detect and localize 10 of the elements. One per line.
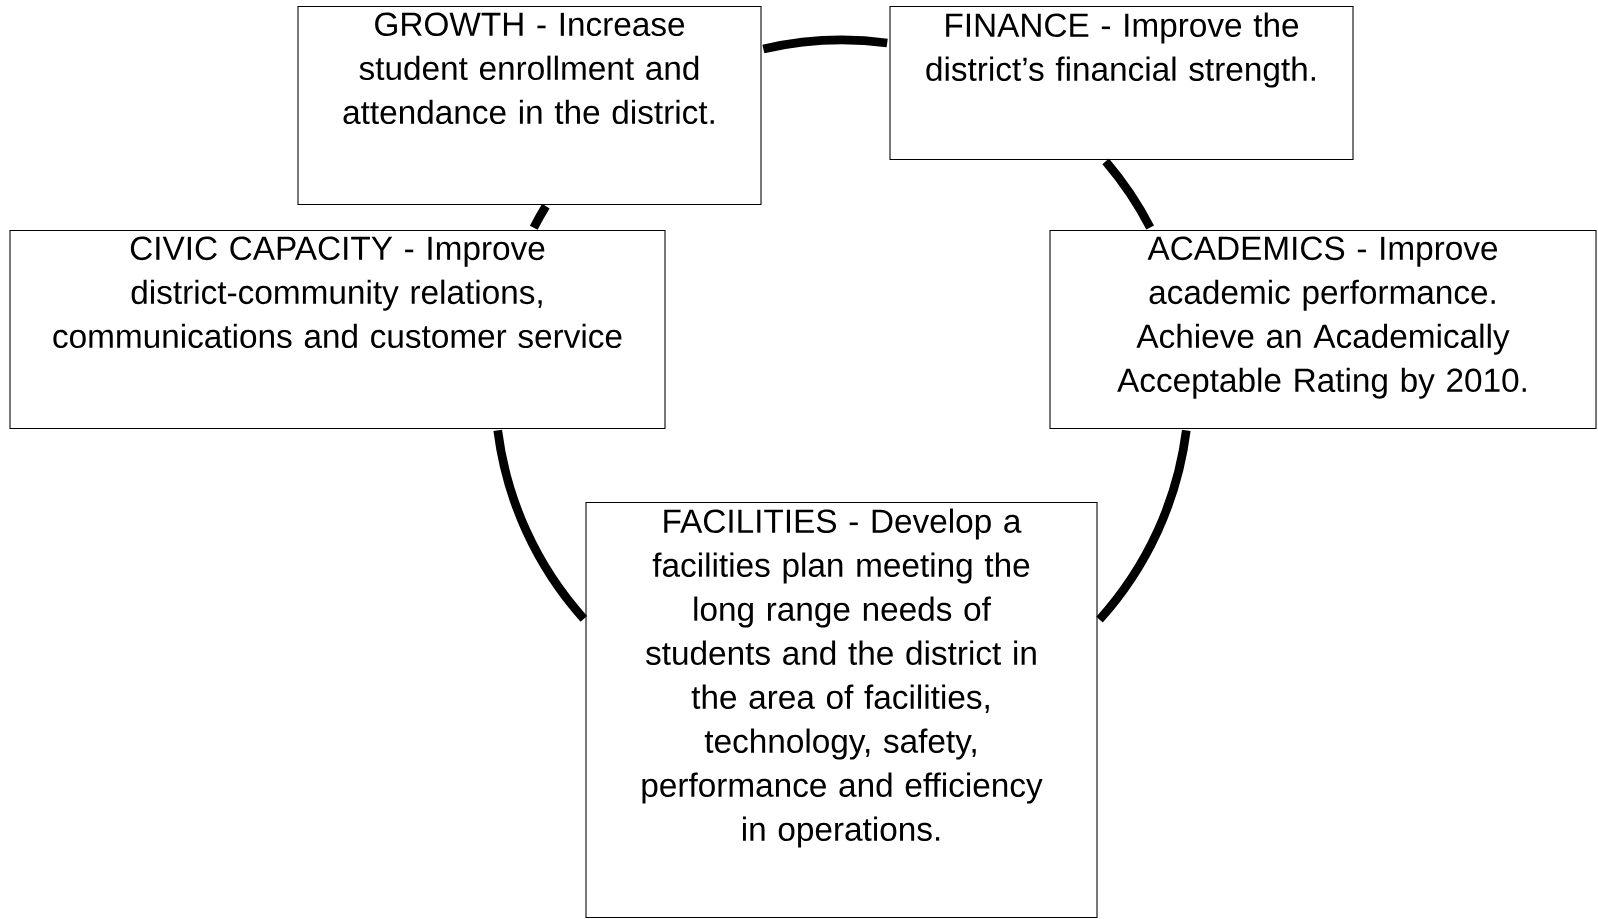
ring-arc [1096,429,1191,623]
ring-arc [762,35,888,54]
ring-arc [529,203,550,230]
goal-box: FACILITIES - Develop a facilities plan meeting the long range needs of students and the district in the area of facilities, technology, safety, performance and efficiency in operations. [585,502,1098,919]
goal-box: GROWTH - Increase student enrollment and attendance in the district. [297,5,762,206]
goal-box: CIVIC CAPACITY - Improve district-community relations, communications and customer service [9,230,666,430]
goal-box: ACADEMICS - Improve academic performance. Achieve an Academically Acceptable Rating by 2010. [1049,230,1597,430]
ring-arc [1102,158,1154,230]
ring-arc [493,429,588,622]
goal-box: FINANCE - Improve the district’s financial strength. [889,5,1354,161]
